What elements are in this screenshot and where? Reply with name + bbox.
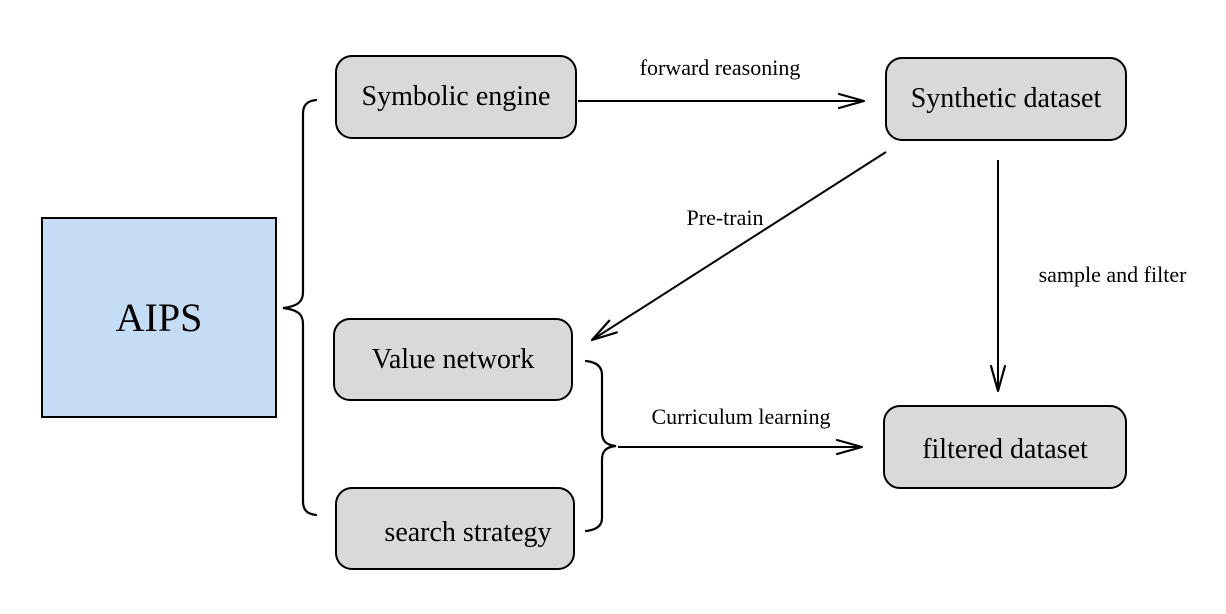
node-value-network-label: Value network (371, 343, 535, 375)
node-filtered-dataset-label: filtered dataset (922, 434, 1088, 465)
left-curly-brace-icon (282, 98, 318, 517)
node-symbolic-engine: Symbolic engine (335, 55, 577, 139)
node-symbolic-engine-label: Symbolic engine (361, 81, 551, 112)
forward-reasoning-label: forward reasoning (639, 55, 801, 80)
pre-train-arrow (590, 151, 887, 342)
node-filtered-dataset: filtered dataset (883, 405, 1127, 489)
node-value-network: Value network (333, 318, 573, 401)
pre-train-label: Pre-train (686, 205, 764, 230)
curriculum-learning-label: Curriculum learning (651, 404, 831, 429)
node-search-strategy: search strategy (335, 487, 575, 570)
sample-and-filter-label: sample and filter (1038, 262, 1187, 287)
node-aips: AIPS (41, 217, 277, 418)
node-search-strategy-label: search strategy (384, 516, 552, 548)
node-synthetic-dataset-label: Synthetic dataset (910, 83, 1102, 114)
node-aips-label: AIPS (115, 294, 203, 340)
node-synthetic-dataset: Synthetic dataset (885, 57, 1127, 141)
right-curly-brace-icon (584, 359, 617, 533)
